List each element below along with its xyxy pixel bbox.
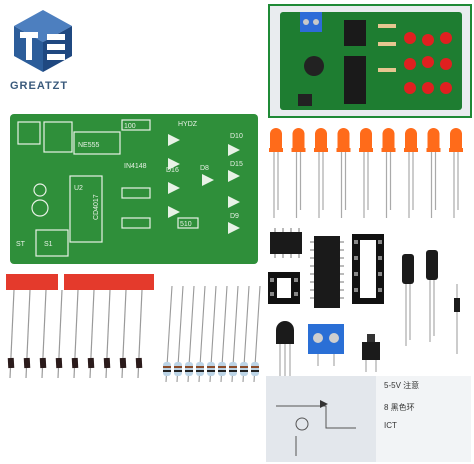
diode-7 [119, 289, 127, 379]
board-label-top: HYDZ [178, 121, 198, 128]
resistor-6 [229, 285, 239, 383]
led-1 [291, 128, 306, 218]
diode-0 [7, 289, 15, 379]
ic2-ref: U2 [74, 185, 83, 192]
led-ref-2: D16 [166, 167, 179, 174]
doc-text-2: 8 黑色环 [384, 402, 415, 412]
diode-5 [87, 289, 95, 379]
diode-tag-left [6, 274, 58, 290]
led-8 [449, 128, 463, 218]
led-3 [336, 128, 351, 218]
led-6 [404, 128, 418, 218]
push-switch [360, 330, 382, 374]
bare-pcb: HYDZ NE555 CD4017 U2 S1 ST 100 IN4148 51… [10, 114, 258, 264]
electrolytic-capacitors [396, 250, 446, 350]
ic2-label: CD4017 [93, 194, 100, 220]
ne555-chip [266, 226, 306, 260]
led-4 [359, 128, 373, 218]
diode-single [450, 284, 464, 354]
led-5 [381, 128, 396, 218]
resistor-8 [251, 285, 261, 383]
led-ref-0: D10 [230, 133, 243, 140]
diode-label: IN4148 [124, 163, 147, 170]
led-ref-1: D15 [230, 161, 243, 168]
resistor-1 [174, 285, 184, 383]
terminal-block [306, 320, 346, 368]
ic-socket-8 [266, 270, 302, 306]
diode-3 [55, 289, 63, 379]
resistor-7 [240, 285, 250, 383]
diode-6 [103, 289, 111, 379]
brand-name: GREATZT [10, 80, 69, 92]
doc-text-1: 5-5V 注意 [384, 380, 419, 390]
ic-socket-16 [350, 232, 386, 306]
resistors [156, 284, 266, 384]
cd4017-chip [308, 234, 346, 310]
doc-text-3: ICT [384, 421, 397, 430]
resistor-5 [218, 285, 228, 383]
diode-4 [71, 289, 79, 379]
diode-1 [23, 289, 31, 379]
ic1-label: NE555 [78, 142, 100, 149]
led-7 [426, 128, 441, 218]
greatzt-cube-logo-icon [10, 8, 76, 74]
switch-ref: S1 [44, 241, 53, 248]
diode-tag-right [64, 274, 154, 290]
resistor-2 [185, 285, 195, 383]
led-ref-3: D8 [200, 165, 209, 172]
led-0 [269, 128, 283, 218]
resistor-0 [163, 285, 173, 383]
resistor-label: 100 [124, 123, 136, 130]
diodes-with-tags [6, 270, 156, 380]
led-2 [314, 128, 328, 218]
diode-2 [39, 289, 47, 379]
instruction-sheet: 5-5V 注意 8 黑色环 ICT [266, 376, 471, 462]
resistor-4 [207, 285, 217, 383]
diode-8 [135, 289, 143, 379]
led-ref-4: D9 [230, 213, 239, 220]
assembled-board-photo [268, 4, 472, 118]
resistor-3 [196, 285, 206, 383]
st-label: ST [16, 241, 26, 248]
led-row [264, 126, 470, 222]
cap-label: 510 [180, 221, 192, 228]
